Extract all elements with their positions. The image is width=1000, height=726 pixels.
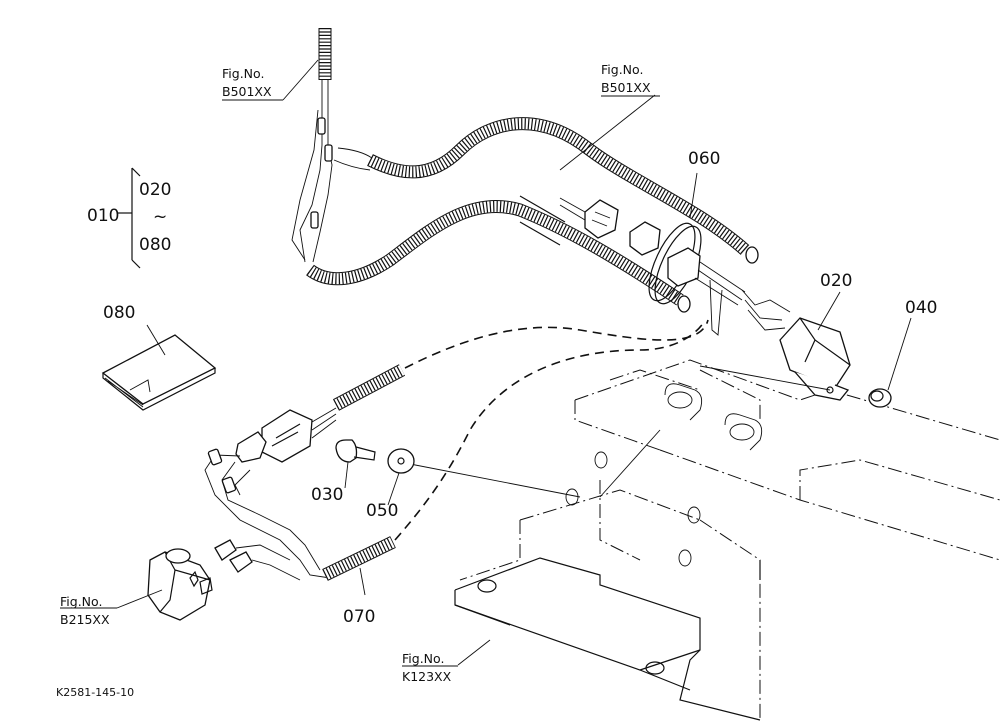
part-030-bolt xyxy=(335,439,376,463)
lower-harness xyxy=(204,319,709,581)
fig-ref-2-label: Fig.No. xyxy=(601,62,643,77)
callout-060: 070 xyxy=(343,607,375,627)
part-040-nut xyxy=(868,388,892,408)
part-050-washer xyxy=(387,448,415,474)
range-tilde: ~ xyxy=(153,207,167,227)
fig-ref-3-number: B215XX xyxy=(60,612,110,627)
callout-labels: 010 020 ~ 080 020 040 060 080 030 050 07… xyxy=(87,149,937,627)
fig-ref-4-number: K123XX xyxy=(402,669,452,684)
chassis-frame xyxy=(454,359,1000,721)
callout-040: 040 xyxy=(905,298,937,318)
fig-ref-1-number: B501XX xyxy=(222,84,272,99)
callout-010: 010 xyxy=(87,206,119,226)
callout-070: 060 xyxy=(688,149,720,169)
fig-ref-2-number: B501XX xyxy=(601,80,651,95)
fig-ref-4-label: Fig.No. xyxy=(402,651,444,666)
callout-080-range-end: 080 xyxy=(139,235,171,255)
drawing-number: K2581-145-10 xyxy=(56,686,134,699)
fig-ref-3-label: Fig.No. xyxy=(60,594,102,609)
part-080-booklet xyxy=(101,334,217,411)
callout-020: 020 xyxy=(820,271,852,291)
callout-030: 030 xyxy=(311,485,343,505)
callout-080: 080 xyxy=(103,303,135,323)
main-harness xyxy=(291,28,791,336)
callout-020-range-start: 020 xyxy=(139,180,171,200)
callout-leaders xyxy=(116,59,912,666)
switch-component xyxy=(147,548,213,621)
part-020-relay xyxy=(779,317,851,401)
fig-ref-1-label: Fig.No. xyxy=(222,66,264,81)
figure-references: Fig.No. B501XX Fig.No. B501XX Fig.No. B2… xyxy=(60,62,660,684)
callout-050: 050 xyxy=(366,501,398,521)
